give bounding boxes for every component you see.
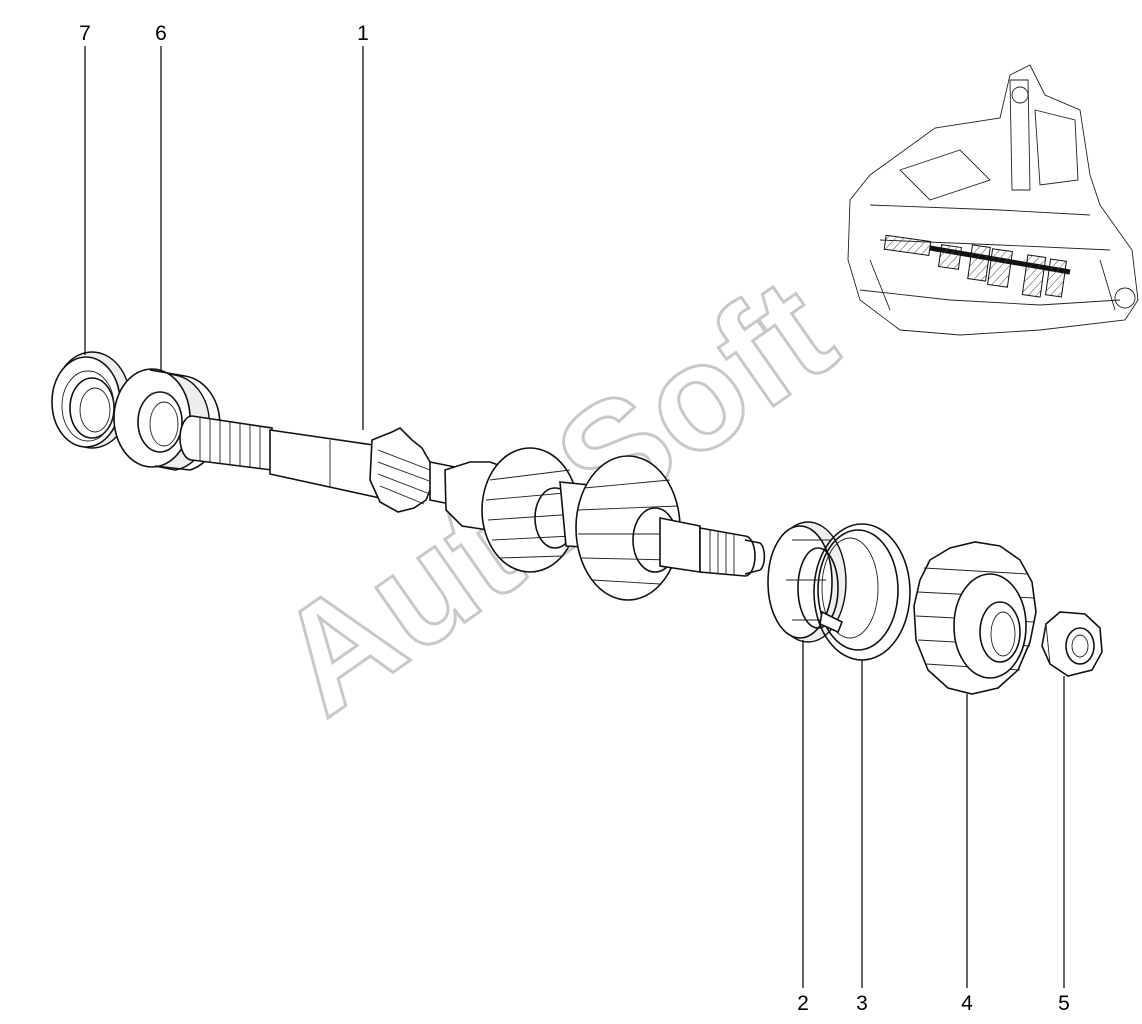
callout-6: 6 bbox=[155, 22, 167, 45]
callout-labels: 7 6 1 2 3 4 5 bbox=[79, 22, 1070, 1015]
part-1-primary-shaft bbox=[179, 415, 766, 601]
leader-lines bbox=[84, 46, 1065, 988]
callout-4: 4 bbox=[961, 992, 973, 1015]
callout-2: 2 bbox=[797, 992, 809, 1015]
callout-5: 5 bbox=[1058, 992, 1070, 1015]
gearbox-inset-illustration bbox=[847, 64, 1139, 336]
callout-1: 1 bbox=[357, 22, 369, 45]
part-5-nut bbox=[1041, 611, 1103, 677]
callout-7: 7 bbox=[79, 22, 91, 45]
inset-highlighted-shaft bbox=[883, 234, 1071, 298]
callout-3: 3 bbox=[856, 992, 868, 1015]
part-4-gear bbox=[913, 541, 1037, 695]
